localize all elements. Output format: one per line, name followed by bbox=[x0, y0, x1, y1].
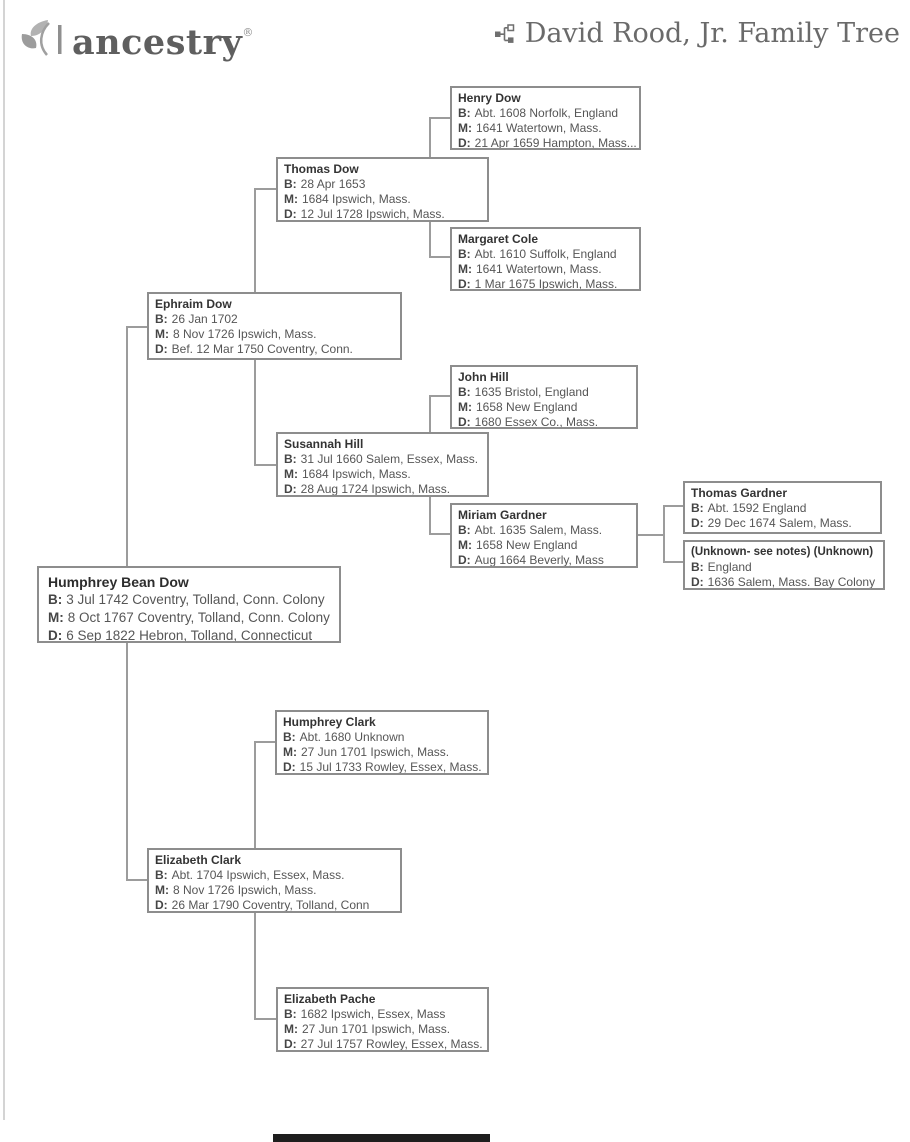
person-box-susannah-hill[interactable]: Susannah Hill B:31 Jul 1660 Salem, Essex… bbox=[276, 432, 489, 497]
person-name: Thomas Gardner bbox=[691, 486, 788, 500]
person-box-elizabeth-clark[interactable]: Elizabeth Clark B:Abt. 1704 Ipswich, Ess… bbox=[147, 848, 402, 913]
birth-line: B:1635 Bristol, England bbox=[458, 385, 589, 399]
person-name: Susannah Hill bbox=[284, 437, 364, 451]
tree-title: David Rood, Jr. Family Tree bbox=[494, 18, 900, 49]
connector-line bbox=[638, 534, 664, 536]
person-name: Humphrey Clark bbox=[283, 715, 376, 729]
person-box-henry-dow[interactable]: Henry Dow B:Abt. 1608 Norfolk, England M… bbox=[450, 86, 641, 150]
birth-line: B:Abt. 1610 Suffolk, England bbox=[458, 247, 617, 261]
person-box-unknown[interactable]: (Unknown- see notes) (Unknown) B:England… bbox=[683, 540, 885, 590]
death-line: D:15 Jul 1733 Rowley, Essex, Mass. bbox=[283, 760, 482, 774]
page-title: David Rood, Jr. Family Tree bbox=[524, 18, 900, 49]
birth-line: B:Abt. 1608 Norfolk, England bbox=[458, 106, 619, 120]
person-box-margaret-cole[interactable]: Margaret Cole B:Abt. 1610 Suffolk, Engla… bbox=[450, 227, 641, 291]
person-name: Miriam Gardner bbox=[458, 508, 547, 522]
person-box-elizabeth-pache[interactable]: Elizabeth Pache B:1682 Ipswich, Essex, M… bbox=[276, 987, 489, 1052]
scan-bottom-artifact bbox=[273, 1134, 490, 1142]
marriage-line: M:27 Jun 1701 Ipswich, Mass. bbox=[283, 745, 450, 759]
logo-word: ancestry bbox=[72, 22, 243, 63]
death-line: D:12 Jul 1728 Ipswich, Mass. bbox=[284, 207, 445, 221]
ancestry-logo[interactable]: ancestry® bbox=[18, 10, 254, 66]
connector-line bbox=[663, 505, 684, 507]
marriage-line: M:1684 Ipswich, Mass. bbox=[284, 467, 411, 481]
person-name: John Hill bbox=[458, 370, 509, 384]
marriage-line: M:1641 Watertown, Mass. bbox=[458, 262, 602, 276]
birth-line: B:31 Jul 1660 Salem, Essex, Mass. bbox=[284, 452, 479, 466]
scan-edge-artifact bbox=[3, 0, 5, 1120]
marriage-line: M:1658 New England bbox=[458, 400, 578, 414]
death-line: D:28 Aug 1724 Ipswich, Mass. bbox=[284, 482, 451, 496]
marriage-line: M:1684 Ipswich, Mass. bbox=[284, 192, 411, 206]
connector-line bbox=[663, 561, 684, 563]
connector-line bbox=[429, 256, 451, 258]
birth-line: B:28 Apr 1653 bbox=[284, 177, 366, 191]
death-line: D:26 Mar 1790 Coventry, Tolland, Conn bbox=[155, 898, 370, 912]
death-line: D:29 Dec 1674 Salem, Mass. bbox=[691, 516, 852, 530]
person-box-miriam-gardner[interactable]: Miriam Gardner B:Abt. 1635 Salem, Mass. … bbox=[450, 503, 638, 568]
person-box-john-hill[interactable]: John Hill B:1635 Bristol, England M:1658… bbox=[450, 365, 638, 429]
birth-line: B:Abt. 1680 Unknown bbox=[283, 730, 405, 744]
marriage-line: M:1658 New England bbox=[458, 538, 578, 552]
person-name: Thomas Dow bbox=[284, 162, 359, 176]
person-name: (Unknown- see notes) (Unknown) bbox=[691, 546, 874, 558]
ancestry-logo-text: ancestry® bbox=[72, 10, 254, 66]
connector-line bbox=[429, 533, 451, 535]
birth-line: B:1682 Ipswich, Essex, Mass bbox=[284, 1007, 446, 1021]
connector-line bbox=[126, 879, 149, 881]
death-line: D:21 Apr 1659 Hampton, Mass... bbox=[458, 136, 637, 150]
person-box-thomas-gardner[interactable]: Thomas Gardner B:Abt. 1592 England D:29 … bbox=[683, 481, 882, 534]
marriage-line: M:8 Oct 1767 Coventry, Tolland, Conn. Co… bbox=[48, 610, 330, 625]
connector-line bbox=[126, 326, 149, 328]
person-box-humphrey-clark[interactable]: Humphrey Clark B:Abt. 1680 Unknown M:27 … bbox=[275, 710, 489, 775]
marriage-line: M:27 Jun 1701 Ipswich, Mass. bbox=[284, 1022, 451, 1036]
birth-line: B:26 Jan 1702 bbox=[155, 312, 238, 326]
connector-line bbox=[429, 395, 451, 397]
death-line: D:Aug 1664 Beverly, Mass bbox=[458, 553, 604, 567]
birth-line: B:Abt. 1704 Ipswich, Essex, Mass. bbox=[155, 868, 345, 882]
person-name: Humphrey Bean Dow bbox=[48, 574, 189, 590]
birth-line: B:Abt. 1592 England bbox=[691, 501, 807, 515]
ancestry-leaf-icon bbox=[21, 20, 62, 56]
death-line: D:1 Mar 1675 Ipswich, Mass. bbox=[458, 277, 618, 291]
person-box-ephraim-dow[interactable]: Ephraim Dow B:26 Jan 1702 M:8 Nov 1726 I… bbox=[147, 292, 402, 360]
connector-line bbox=[254, 464, 278, 466]
birth-line: B:England bbox=[691, 560, 752, 574]
registered-mark: ® bbox=[242, 26, 254, 39]
person-name: Margaret Cole bbox=[458, 232, 539, 246]
death-line: D:1680 Essex Co., Mass. bbox=[458, 415, 599, 429]
birth-line: B:Abt. 1635 Salem, Mass. bbox=[458, 523, 603, 537]
person-name: Elizabeth Clark bbox=[155, 853, 242, 867]
person-name: Henry Dow bbox=[458, 91, 521, 105]
person-name: Ephraim Dow bbox=[155, 297, 232, 311]
person-box-humphrey-bean-dow[interactable]: Humphrey Bean Dow B:3 Jul 1742 Coventry,… bbox=[37, 566, 341, 643]
connector-line bbox=[254, 188, 278, 190]
marriage-line: M:8 Nov 1726 Ipswich, Mass. bbox=[155, 883, 317, 897]
connector-line bbox=[663, 505, 665, 563]
pedigree-tree-icon bbox=[494, 23, 514, 43]
connector-line bbox=[254, 1018, 278, 1020]
death-line: D:27 Jul 1757 Rowley, Essex, Mass. bbox=[284, 1037, 483, 1051]
death-line: D:Bef. 12 Mar 1750 Coventry, Conn. bbox=[155, 342, 353, 356]
person-name: Elizabeth Pache bbox=[284, 992, 376, 1006]
marriage-line: M:1641 Watertown, Mass. bbox=[458, 121, 602, 135]
connector-line bbox=[254, 741, 277, 743]
death-line: D:6 Sep 1822 Hebron, Tolland, Connecticu… bbox=[48, 628, 313, 643]
marriage-line: M:8 Nov 1726 Ipswich, Mass. bbox=[155, 327, 317, 341]
death-line: D:1636 Salem, Mass. Bay Colony bbox=[691, 575, 876, 589]
birth-line: B:3 Jul 1742 Coventry, Tolland, Conn. Co… bbox=[48, 592, 325, 607]
person-box-thomas-dow[interactable]: Thomas Dow B:28 Apr 1653 M:1684 Ipswich,… bbox=[276, 157, 489, 222]
connector-line bbox=[429, 117, 451, 119]
